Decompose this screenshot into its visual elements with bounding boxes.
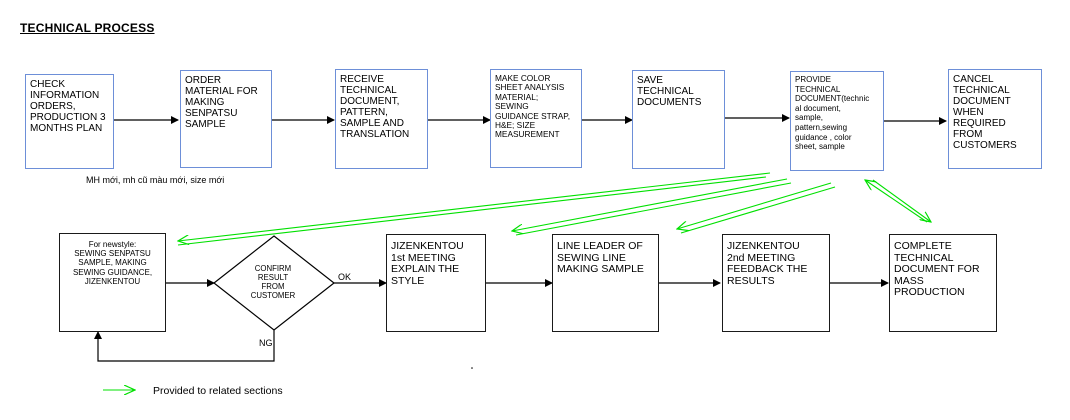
box-provide-technical-document: PROVIDE TECHNICAL DOCUMENT(technic al do… (790, 71, 884, 171)
diagram-title: TECHNICAL PROCESS (20, 21, 155, 35)
top-row-arrows (114, 114, 947, 125)
new-style-note: MH mới, mh cũ màu mới, size mới (86, 175, 225, 185)
box-complete-technical-document: COMPLETE TECHNICAL DOCUMENT FOR MASS PRO… (889, 234, 997, 332)
arrow-ng-loop (94, 330, 275, 362)
green-arrow-to-jizen2-b (680, 186, 836, 234)
green-arrow-provide-to-complete (872, 179, 931, 222)
green-arrow-to-newstyle-b (177, 176, 767, 246)
green-arrow-complete-to-provide (865, 180, 928, 223)
box-order-material: ORDER MATERIAL FOR MAKING SENPATSU SAMPL… (180, 70, 272, 168)
bottom-row-arrows (94, 279, 889, 362)
confirm-decision-label: CONFIRM RESULT FROM CUSTOMER (250, 264, 296, 300)
box-check-information: CHECK INFORMATION ORDERS, PRODUCTION 3 M… (25, 74, 114, 169)
green-provided-arrows (103, 172, 931, 390)
green-arrow-to-lineleader-b (515, 182, 792, 236)
ng-label: NG (259, 338, 273, 348)
box-jizenkentou-1st-meeting: JIZENKENTOU 1st MEETING EXPLAIN THE STYL… (386, 234, 486, 332)
box-cancel-technical-document: CANCEL TECHNICAL DOCUMENT WHEN REQUIRED … (948, 69, 1042, 169)
green-arrow-to-jizen2-a (677, 182, 832, 229)
legend-label: Provided to related sections (153, 385, 283, 397)
stray-dot (471, 367, 473, 369)
green-arrow-to-newstyle-a (178, 172, 771, 241)
box-receive-technical-document: RECEIVE TECHNICAL DOCUMENT, PATTERN, SAM… (335, 69, 428, 169)
box-line-leader-sewing-sample: LINE LEADER OF SEWING LINE MAKING SAMPLE (552, 234, 659, 332)
ok-label: OK (338, 272, 352, 282)
box-make-color-sheet: MAKE COLOR SHEET ANALYSIS MATERIAL; SEWI… (490, 69, 582, 168)
confirm-decision-diamond (213, 235, 335, 331)
green-arrow-to-lineleader-a (512, 178, 788, 231)
box-save-technical-documents: SAVE TECHNICAL DOCUMENTS (632, 70, 725, 169)
box-for-newstyle: For newstyle: SEWING SENPATSU SAMPLE, MA… (59, 233, 166, 332)
box-jizenkentou-2nd-meeting: JIZENKENTOU 2nd MEETING FEEDBACK THE RES… (722, 234, 830, 332)
